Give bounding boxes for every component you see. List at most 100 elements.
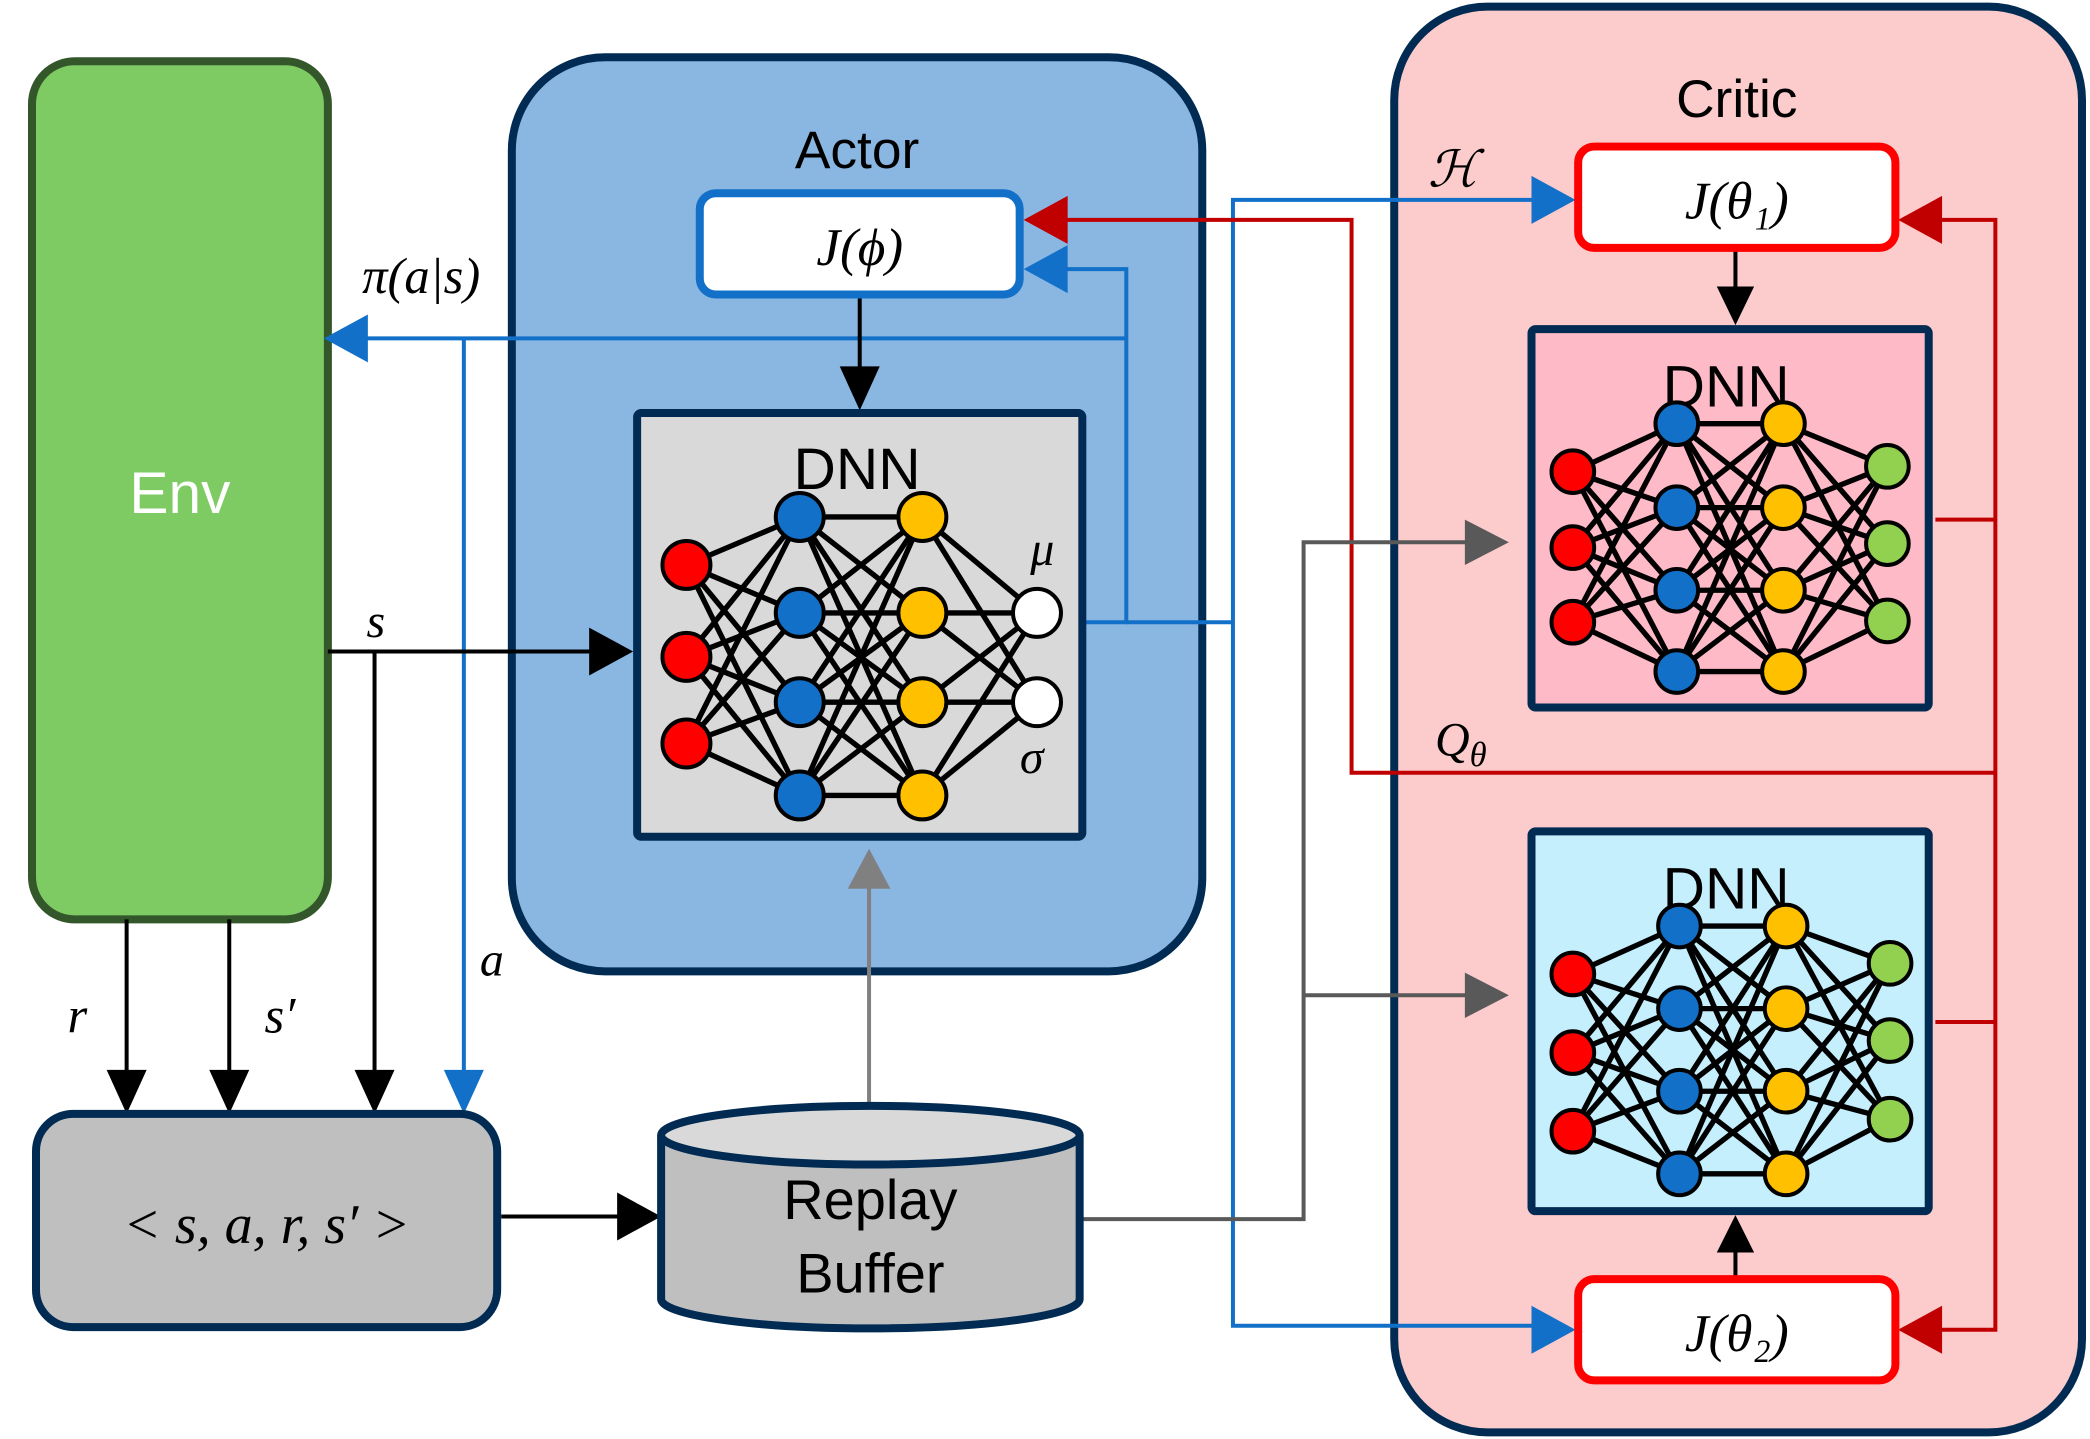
critic1-dnn-edge <box>1674 422 1786 592</box>
arrow-red-to-j2 <box>1898 1305 1943 1354</box>
critic2-dnn-edge <box>1570 1006 1682 1133</box>
env-label: Env <box>129 461 231 526</box>
critic2-dnn-node-layer1 <box>1656 1067 1703 1115</box>
actor-dnn-node-layer3 <box>1011 676 1063 729</box>
arrow-blue-to-j2 <box>1531 1305 1576 1354</box>
critic2-dnn-edge <box>1677 1007 1789 1176</box>
critic2-dnn-node-layer1 <box>1656 1150 1703 1198</box>
actor-dnn-node-layer0 <box>660 717 713 770</box>
transition-tuple-label: < s, a, r, s′ > <box>123 1194 410 1256</box>
critic1-dnn-node-layer0 <box>1549 598 1597 646</box>
arrow-gray-to-dnn2 <box>1464 972 1509 1018</box>
critic-dnn1[interactable]: DNN <box>1527 325 1933 712</box>
actor-dnn-node-layer0 <box>660 538 713 591</box>
arrow-policy-to-env <box>323 314 368 363</box>
critic1-dnn-edge <box>1781 422 1890 623</box>
blue-to-critic1 <box>1126 197 1533 625</box>
critic-loss2-box[interactable]: J(θ₂) <box>1574 1275 1900 1385</box>
critic2-dnn-node-layer2 <box>1762 985 1810 1032</box>
q-value-label: Qθ <box>1435 713 1487 774</box>
actor-dnn[interactable]: DNN μ σ <box>633 409 1087 841</box>
arrow-state-to-actor-dnn <box>589 627 634 676</box>
critic1-dnn-node-layer3 <box>1864 520 1911 567</box>
actor-dnn-node-layer1 <box>773 769 826 822</box>
critic1-dnn-edge <box>1674 506 1786 673</box>
actor-dnn-node-layer2 <box>896 490 949 543</box>
env-block: Env <box>27 57 332 924</box>
arrow-j2-to-dnn2 <box>1716 1215 1755 1253</box>
critic2-dnn-edge <box>1570 924 1682 1133</box>
critic1-dnn-edge <box>1781 465 1890 673</box>
actor-dnn-edge <box>797 611 925 797</box>
red-right-bus <box>1935 217 1998 1332</box>
critic2-dnn-node-layer1 <box>1656 902 1703 950</box>
state-label: s <box>367 595 386 648</box>
critic2-dnn-node-layer2 <box>1762 1067 1810 1115</box>
critic1-dnn-node-layer1 <box>1653 648 1701 695</box>
arrow-entropy-to-j1 <box>1531 175 1576 224</box>
actor-dnn-edge <box>920 515 1040 704</box>
env-box[interactable] <box>27 57 332 924</box>
critic-loss1-box[interactable]: J(θ₁) <box>1574 142 1900 252</box>
critic2-network-graph <box>1549 902 1914 1198</box>
blue-to-critic2 <box>1230 622 1533 1328</box>
critic1-dnn-node-layer0 <box>1549 448 1597 495</box>
critic1-dnn-edge <box>1570 505 1679 625</box>
critic1-dnn-edge <box>1570 469 1679 593</box>
blue-actor-to-jphi <box>1066 267 1129 625</box>
replay-buffer-body <box>657 1135 1084 1333</box>
critic2-dnn-edge <box>1784 961 1893 1093</box>
actor-dnn-edge <box>684 515 802 659</box>
next-state-label: s′ <box>265 988 297 1044</box>
replay-buffer-label-line1: Replay <box>783 1168 957 1231</box>
arrow-reward-to-tuple <box>106 1069 147 1114</box>
actor-dnn-edge <box>684 655 802 798</box>
connectors <box>124 197 1998 1332</box>
critic-title: Critic <box>1676 70 1797 129</box>
actor-output-mu-label: μ <box>1029 523 1054 576</box>
critic2-dnn-edge <box>1783 1038 1893 1176</box>
arrow-state-to-tuple <box>354 1069 395 1114</box>
critic2-dnn-edge <box>1783 962 1893 1176</box>
actor-dnn-node-layer2 <box>896 769 949 822</box>
replay-buffer-top <box>657 1101 1084 1169</box>
entropy-label: ℋ <box>1428 142 1485 198</box>
actor-output-sigma-label: σ <box>1020 731 1046 784</box>
critic1-dnn-node-layer2 <box>1760 648 1807 695</box>
arrow-tuple-to-buffer <box>617 1192 662 1241</box>
gray-buffer-to-critics <box>1079 540 1467 1222</box>
critic2-dnn-node-layer2 <box>1762 1150 1810 1198</box>
actor-title: Actor <box>795 121 919 180</box>
critic1-dnn-node-layer3 <box>1864 597 1911 645</box>
actor-network-graph <box>660 490 1063 822</box>
critic1-dnn-node-layer2 <box>1760 566 1807 614</box>
replay-buffer[interactable]: Replay Buffer <box>657 1101 1084 1333</box>
actor-dnn-label: DNN <box>794 437 921 502</box>
actor-dnn-node-layer1 <box>773 586 826 639</box>
actor-dnn-edge <box>684 515 803 745</box>
critic1-dnn-edge <box>1781 421 1890 546</box>
critic-loss1-label: J(θ₁) <box>1685 172 1789 231</box>
critic1-dnn-node-layer0 <box>1549 524 1597 571</box>
critic1-dnn-node-layer2 <box>1760 400 1807 448</box>
arrow-blue-to-jphi <box>1023 245 1068 294</box>
actor-loss-box[interactable]: J(ϕ) <box>695 189 1024 299</box>
actor-dnn-edge <box>920 611 1040 797</box>
policy-label: π(a|s) <box>362 248 480 304</box>
arrow-red-to-jphi <box>1023 195 1068 244</box>
critic2-dnn-node-layer3 <box>1866 1095 1914 1143</box>
critic1-dnn-edge <box>1781 464 1890 592</box>
actor-dnn-node-layer3 <box>1011 586 1063 639</box>
action-label: a <box>480 933 504 986</box>
critic-dnn2[interactable]: DNN <box>1527 827 1933 1216</box>
critic2-dnn-node-layer3 <box>1866 940 1914 987</box>
actor-dnn-node-layer2 <box>896 676 949 729</box>
edge-labels: π(a|s) s a r s′ ℋ Qθ <box>67 142 1486 1044</box>
critic2-dnn-node-layer0 <box>1549 1107 1597 1155</box>
critic-loss2-label: J(θ₂) <box>1685 1304 1789 1363</box>
critic1-dnn-node-layer1 <box>1653 566 1701 614</box>
transition-tuple-box[interactable]: < s, a, r, s′ > <box>31 1109 502 1332</box>
critic2-dnn-node-layer0 <box>1549 950 1597 998</box>
actor-dnn-edge <box>797 515 925 797</box>
